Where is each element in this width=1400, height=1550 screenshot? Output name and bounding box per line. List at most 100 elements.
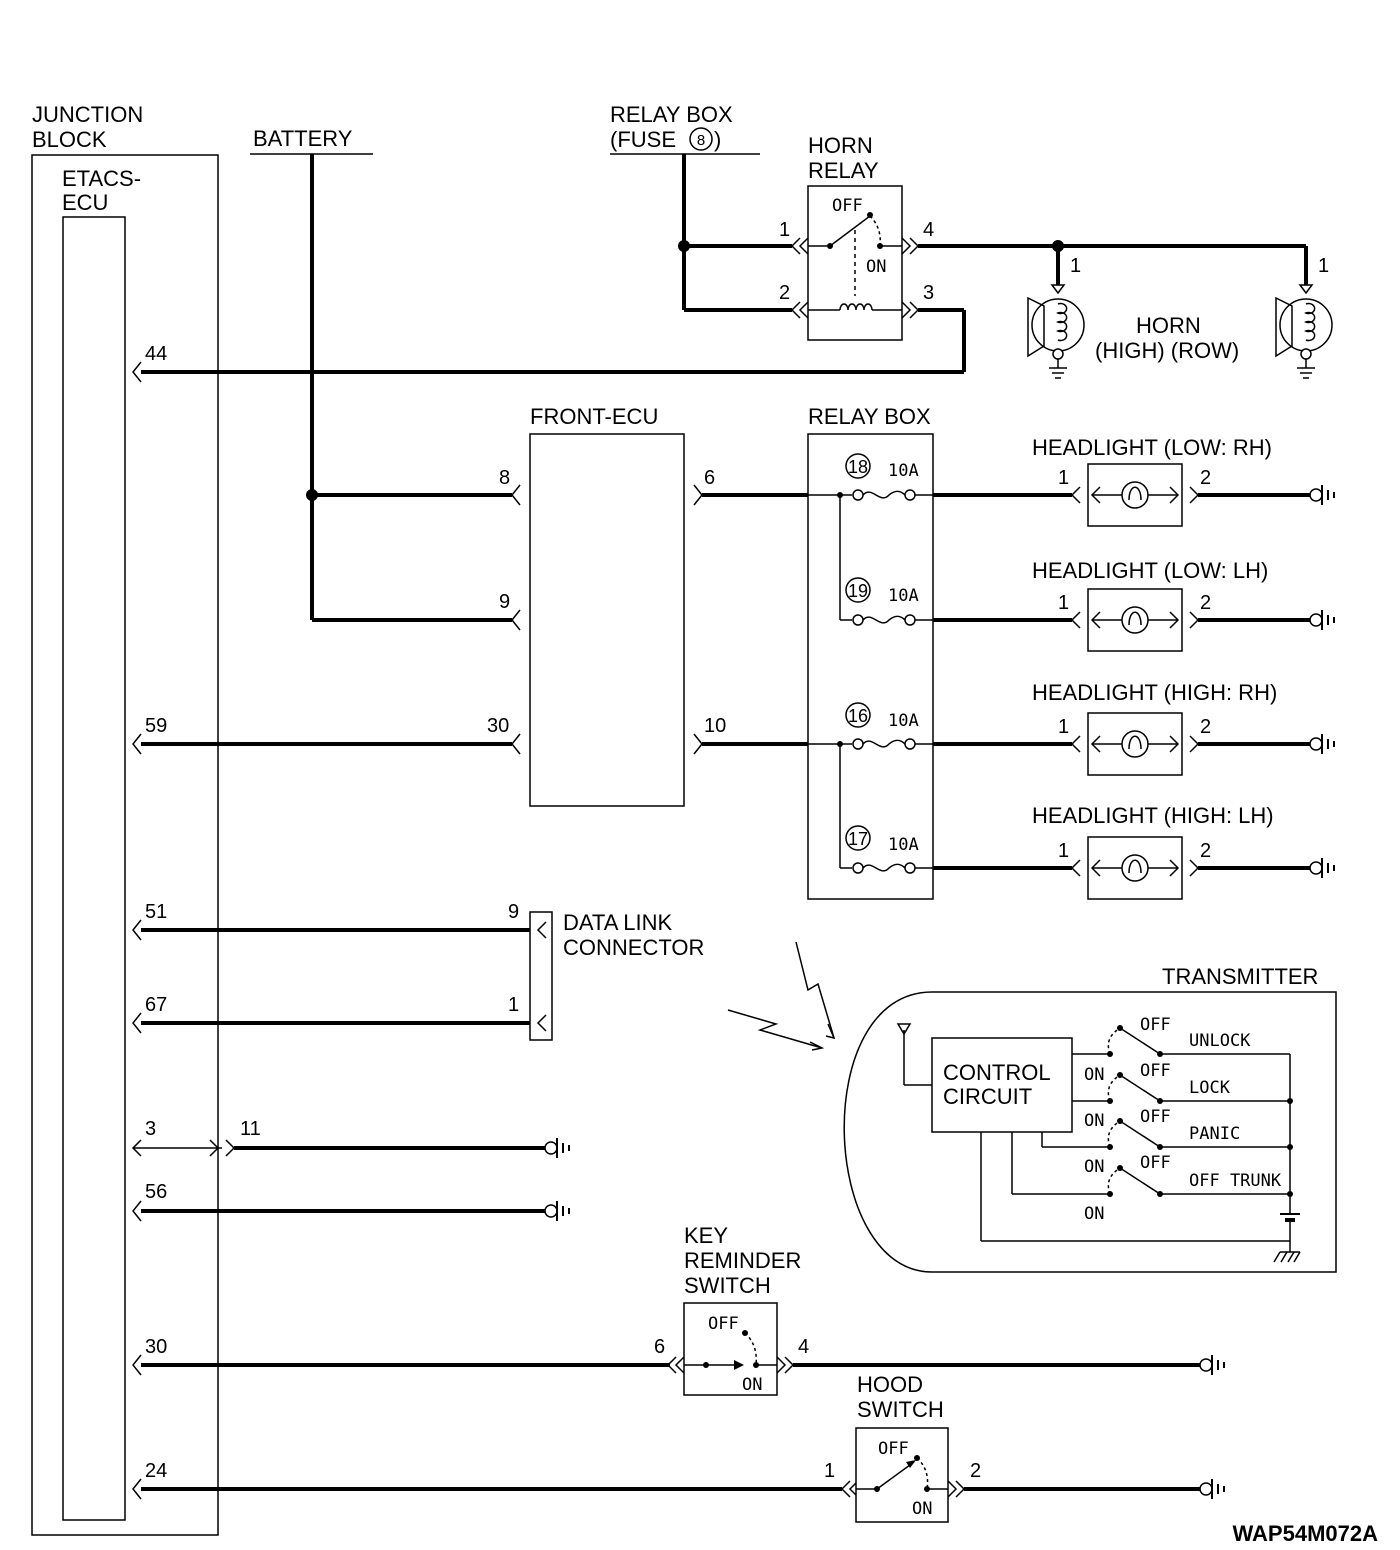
headlight-high-lh-pin-1: 1 [1058, 840, 1069, 862]
switch-lock [1107, 1072, 1290, 1104]
hood-switch-label-2: SWITCH [857, 1397, 944, 1422]
fuse-16-number: 16 [848, 706, 868, 726]
fuse-19: 19 10A [840, 577, 933, 626]
etacs-pin-30: 30 [145, 1336, 167, 1358]
headlight-high-lh: HEADLIGHT (HIGH: LH) 1 2 [933, 803, 1335, 900]
hood-switch: HOOD SWITCH OFF ON 1 2 [141, 1372, 1225, 1523]
fuse-16-rating: 10A [888, 711, 919, 731]
hood-switch-pin-1: 1 [824, 1460, 835, 1482]
key-reminder-off: OFF [708, 1314, 739, 1334]
junction-pin-11: 11 [240, 1118, 261, 1140]
etacs-ecu-title-1: ETACS- [62, 166, 141, 191]
horn-label-2: (HIGH) (ROW) [1095, 338, 1239, 363]
switch-panic-on: ON [1084, 1157, 1104, 1177]
switch-trunk-off: OFF [1140, 1153, 1171, 1173]
horn-relay-pin-2: 2 [779, 282, 790, 304]
etacs-connector-marks [132, 361, 142, 1500]
relay-box-headlight: RELAY BOX [807, 404, 934, 900]
figure-code: WAP54M072A [1232, 1521, 1378, 1546]
data-link-pin-9: 9 [508, 901, 519, 923]
horn-relay-pin-3: 3 [923, 282, 934, 304]
front-ecu-pin-6: 6 [704, 467, 715, 489]
rf-signal-icon [727, 941, 836, 1051]
front-ecu-pin-8: 8 [499, 467, 510, 489]
headlight-low-rh-pin-2: 2 [1200, 467, 1211, 489]
etacs-ecu-title-2: ECU [62, 190, 108, 215]
horn-low-pin-1: 1 [1318, 255, 1329, 277]
switch-lock-off: OFF [1140, 1061, 1171, 1081]
horn-high-pin-1: 1 [1070, 255, 1081, 277]
horn-relay-label-1: HORN [808, 133, 873, 158]
fuse-8-circle [689, 127, 713, 151]
key-reminder-on: ON [742, 1375, 762, 1395]
headlight-high-lh-pin-2: 2 [1200, 840, 1211, 862]
headlight-high-rh: HEADLIGHT (HIGH: RH) 1 2 [933, 680, 1335, 776]
junction-block-title-1: JUNCTION [32, 102, 143, 127]
switch-unlock-off: OFF [1140, 1015, 1171, 1035]
key-reminder-switch: KEY REMINDER SWITCH OFF ON 6 4 [141, 1223, 1225, 1396]
headlight-low-lh: HEADLIGHT (LOW: LH) 1 2 [933, 558, 1335, 652]
fuse-19-rating: 10A [888, 586, 919, 606]
hood-switch-on: ON [912, 1499, 932, 1519]
horn-relay-off: OFF [832, 196, 863, 216]
transmitter: TRANSMITTER CONTROL CIRCUIT [843, 964, 1337, 1273]
relay-box-box [807, 433, 934, 900]
horn-circuit: 1 1 HORN (HIGH) (ROW) [141, 240, 1333, 379]
junction-block-title-2: BLOCK [32, 127, 107, 152]
key-reminder-pin-6: 6 [654, 1336, 665, 1358]
fuse-18: 18 10A [840, 453, 933, 501]
etacs-pin-44: 44 [145, 343, 167, 365]
switch-trunk [1107, 1165, 1290, 1197]
headlight-low-rh-label: HEADLIGHT (LOW: RH) [1032, 435, 1272, 460]
relay-box-fuse-label-end: ) [714, 127, 721, 152]
switch-trunk-label: OFF TRUNK [1189, 1171, 1282, 1191]
key-reminder-label-2: REMINDER [684, 1248, 801, 1273]
headlight-low-lh-pin-1: 1 [1058, 592, 1069, 614]
control-circuit-label-2: CIRCUIT [943, 1084, 1032, 1109]
control-circuit-box [931, 1037, 1073, 1133]
etacs-ecu-box [62, 216, 126, 1521]
horn-relay-label-2: RELAY [808, 158, 879, 183]
front-ecu-title: FRONT-ECU [530, 404, 658, 429]
fuse-16: 16 10A [840, 702, 933, 750]
horn-relay-pin-1: 1 [779, 219, 790, 241]
horn-relay-pin-4: 4 [923, 219, 934, 241]
data-link-label-2: CONNECTOR [563, 935, 704, 960]
switch-panic-off: OFF [1140, 1107, 1171, 1127]
data-link-connector: 9 1 DATA LINK CONNECTOR [141, 901, 704, 1041]
front-ecu-pin-30: 30 [487, 715, 509, 737]
switch-unlock-on: ON [1084, 1065, 1104, 1085]
horn-relay-on: ON [866, 257, 886, 277]
key-reminder-label-3: SWITCH [684, 1273, 771, 1298]
headlight-high-lh-label: HEADLIGHT (HIGH: LH) [1032, 803, 1274, 828]
hood-switch-label-1: HOOD [857, 1372, 923, 1397]
junction-block: JUNCTION BLOCK ETACS- ECU [31, 102, 219, 1536]
transmitter-battery-icon [1273, 1213, 1301, 1263]
switch-panic [1107, 1118, 1290, 1150]
fuse-19-number: 19 [848, 581, 868, 601]
front-ecu: FRONT-ECU 8 9 30 6 10 [487, 404, 726, 807]
switch-lock-on: ON [1084, 1111, 1104, 1131]
horn-high-symbol [1027, 284, 1085, 379]
hood-switch-pin-2: 2 [970, 1460, 981, 1482]
etacs-pin-56: 56 [145, 1181, 167, 1203]
relay-box-fuse-label-1: RELAY BOX [610, 102, 733, 127]
transmitter-outline [843, 991, 1337, 1273]
front-ecu-box [529, 433, 685, 807]
switch-panic-label: PANIC [1189, 1124, 1240, 1144]
horn-label-1: HORN [1136, 313, 1201, 338]
switch-unlock-label: UNLOCK [1189, 1031, 1251, 1051]
headlight-high-rh-label: HEADLIGHT (HIGH: RH) [1032, 680, 1277, 705]
antenna-icon [896, 1023, 932, 1086]
headlight-high-rh-pin-1: 1 [1058, 716, 1069, 738]
data-link-pin-1: 1 [508, 994, 519, 1016]
fuse-17-rating: 10A [888, 835, 919, 855]
data-link-label-1: DATA LINK [563, 910, 673, 935]
fuse-18-number: 18 [848, 457, 868, 477]
horn-relay: HORN RELAY OFF ON 1 2 3 4 [779, 133, 934, 341]
front-ecu-pin-9: 9 [499, 591, 510, 613]
headlight-low-rh: HEADLIGHT (LOW: RH) 1 2 [933, 435, 1335, 527]
relay-box-fuse-8: RELAY BOX (FUSE 8 ) [610, 102, 792, 312]
fuse-17-number: 17 [848, 829, 868, 849]
